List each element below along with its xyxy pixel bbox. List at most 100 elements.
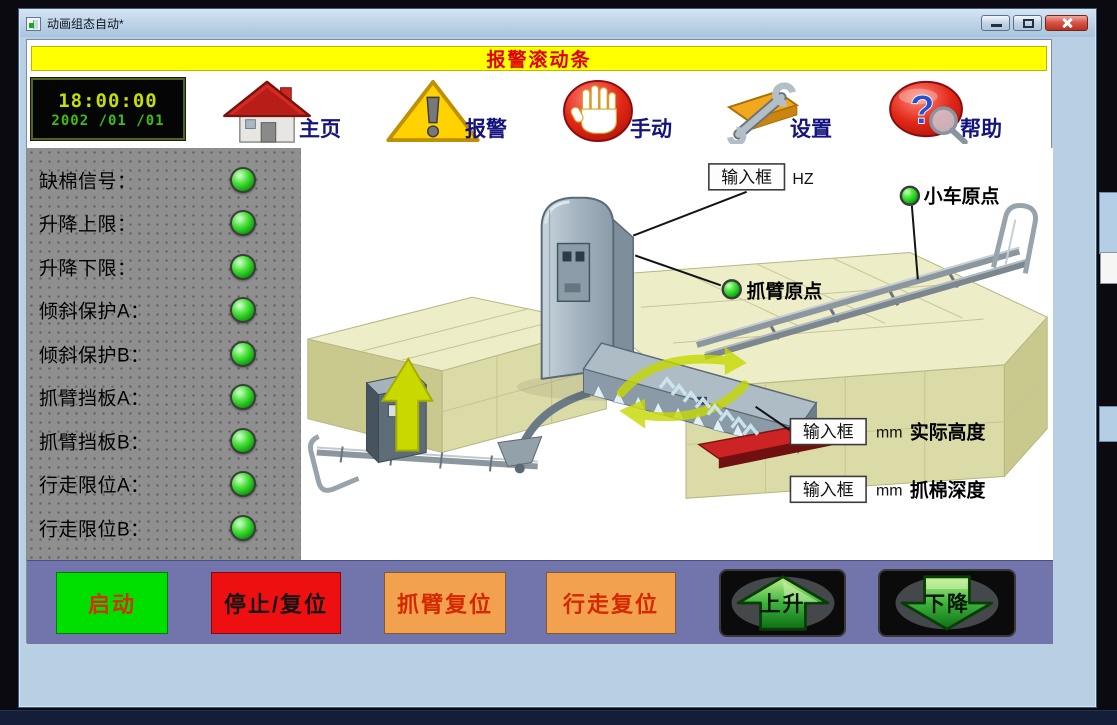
status-row: 倾斜保护A： <box>27 289 301 333</box>
status-label: 行走限位A： <box>39 475 150 497</box>
status-label: 倾斜保护A： <box>39 301 150 323</box>
left-end-bracket <box>307 434 360 493</box>
close-icon <box>1061 17 1073 29</box>
stop-reset-button[interactable]: 停止/复位 <box>211 572 341 634</box>
status-row: 行走限位A： <box>27 463 301 507</box>
app-icon <box>26 16 41 31</box>
cart-origin-label: 小车原点 <box>924 185 1000 208</box>
nav-home-button[interactable]: 主页 <box>217 76 379 144</box>
travel-rails <box>696 246 1029 360</box>
rotation-arrows <box>616 347 750 429</box>
depth-unit-label: mm <box>876 482 903 499</box>
background-window-fragment <box>1099 192 1117 254</box>
status-label: 行走限位B： <box>39 519 150 541</box>
maximize-button[interactable] <box>1013 15 1042 31</box>
background-window-fragment <box>1099 406 1117 442</box>
nav-manual-button[interactable]: 手动 <box>548 76 710 144</box>
down-button[interactable]: 下降 <box>878 569 1016 637</box>
status-row: 升降上限： <box>27 202 301 246</box>
discharge-funnel <box>497 388 591 474</box>
status-led <box>230 471 256 498</box>
clock-date: 2002 /01 /01 <box>51 112 165 129</box>
maximize-icon <box>1023 19 1034 28</box>
arm-origin-led <box>721 279 742 300</box>
svg-text:输入框: 输入框 <box>721 168 772 187</box>
status-led <box>230 210 256 237</box>
clock-display: 18:00:00 2002 /01 /01 <box>30 77 186 141</box>
home-icon <box>223 80 311 143</box>
nav-manual-label: 手动 <box>630 118 672 141</box>
nav-alarm-label: 报警 <box>465 118 507 141</box>
content-area: 报警滚动条 18:00:00 2002 /01 /01 <box>26 39 1053 644</box>
annotation-leader-lines <box>632 190 919 432</box>
title-bar[interactable]: 动画组态自动* <box>20 10 1095 37</box>
actual-height-caption: 实际高度 <box>910 421 986 444</box>
svg-text:输入框: 输入框 <box>803 480 854 499</box>
status-row: 抓臂挡板A： <box>27 376 301 420</box>
frequency-input-box[interactable]: 输入框 <box>708 163 786 191</box>
status-led <box>230 427 256 454</box>
nav-settings-label: 设置 <box>790 118 832 141</box>
grab-depth-caption: 抓棉深度 <box>910 478 986 501</box>
background-window-fragment <box>1100 252 1117 284</box>
left-rail <box>316 446 538 472</box>
up-label: 上升 <box>759 593 806 616</box>
lift-direction-arrow <box>380 357 434 452</box>
main-area: 缺棉信号： 升降上限： 升降下限： 倾斜保护A： 倾斜保护B： 抓臂挡板A： 抓… <box>27 148 1053 560</box>
window-title: 动画组态自动* <box>47 17 124 31</box>
alarm-banner-text: 报警滚动条 <box>486 50 592 71</box>
status-label: 缺棉信号： <box>39 171 137 193</box>
status-row: 行走限位B： <box>27 506 301 550</box>
status-label: 抓臂挡板A： <box>39 388 150 410</box>
clock-time: 18:00:00 <box>58 89 158 112</box>
alarm-scroll-banner: 报警滚动条 <box>31 46 1047 71</box>
window-controls <box>981 15 1088 31</box>
status-led <box>230 340 256 367</box>
start-button[interactable]: 启动 <box>56 572 168 634</box>
status-row: 升降下限： <box>27 245 301 289</box>
up-button[interactable]: 上升 <box>719 569 846 637</box>
height-unit-label: mm <box>876 425 903 442</box>
up-arrow-icon <box>731 575 834 631</box>
minimize-button[interactable] <box>981 15 1010 31</box>
grab-depth-input-box[interactable]: 输入框 <box>789 475 867 504</box>
status-led <box>230 514 256 541</box>
toolbar: 18:00:00 2002 /01 /01 主页 <box>30 74 1047 146</box>
control-bar: 启动 停止/复位 抓臂复位 行走复位 上升 <box>27 560 1053 644</box>
actual-height-input-box[interactable]: 输入框 <box>789 417 867 446</box>
alarm-warning-icon <box>386 79 480 143</box>
settings-wrench-icon <box>726 82 799 144</box>
down-label: 下降 <box>924 593 970 616</box>
help-icon: ? <box>889 80 968 144</box>
arm-origin-label: 抓臂原点 <box>747 279 823 302</box>
status-led <box>230 253 256 280</box>
nav-help-label: 帮助 <box>960 118 1002 141</box>
right-end-bracket <box>991 202 1038 274</box>
nav-home-label: 主页 <box>299 118 341 141</box>
status-led <box>230 384 256 411</box>
travel-reset-button[interactable]: 行走复位 <box>546 572 676 634</box>
arm-reset-button[interactable]: 抓臂复位 <box>384 572 506 634</box>
status-panel: 缺棉信号： 升降上限： 升降下限： 倾斜保护A： 倾斜保护B： 抓臂挡板A： 抓… <box>27 148 301 560</box>
status-row: 缺棉信号： <box>27 158 301 202</box>
status-row: 倾斜保护B： <box>27 332 301 376</box>
status-label: 抓臂挡板B： <box>39 432 150 454</box>
machine-tower <box>540 196 634 380</box>
machine-illustration: 输入框 HZ 小车原点 抓臂原点 输入框 mm 实际高度 输入框 <box>301 148 1053 560</box>
nav-alarm-button[interactable]: 报警 <box>383 76 545 144</box>
frequency-unit-label: HZ <box>792 171 813 188</box>
desktop-strip <box>0 710 1117 725</box>
status-label: 倾斜保护B： <box>39 345 150 367</box>
flow-chevrons <box>658 376 759 436</box>
nav-help-button[interactable]: ? 帮助 <box>878 76 1040 144</box>
status-led <box>230 166 256 193</box>
nav-settings-button[interactable]: 设置 <box>708 76 870 144</box>
status-row: 抓臂挡板B： <box>27 419 301 463</box>
minimize-icon <box>991 24 1002 27</box>
app-window: 动画组态自动* 报警滚动条 18:00:00 2002 /01 /01 <box>18 8 1097 708</box>
svg-text:输入框: 输入框 <box>803 423 854 442</box>
close-button[interactable] <box>1045 15 1088 31</box>
status-label: 升降下限： <box>39 258 137 280</box>
status-label: 升降上限： <box>39 214 137 236</box>
